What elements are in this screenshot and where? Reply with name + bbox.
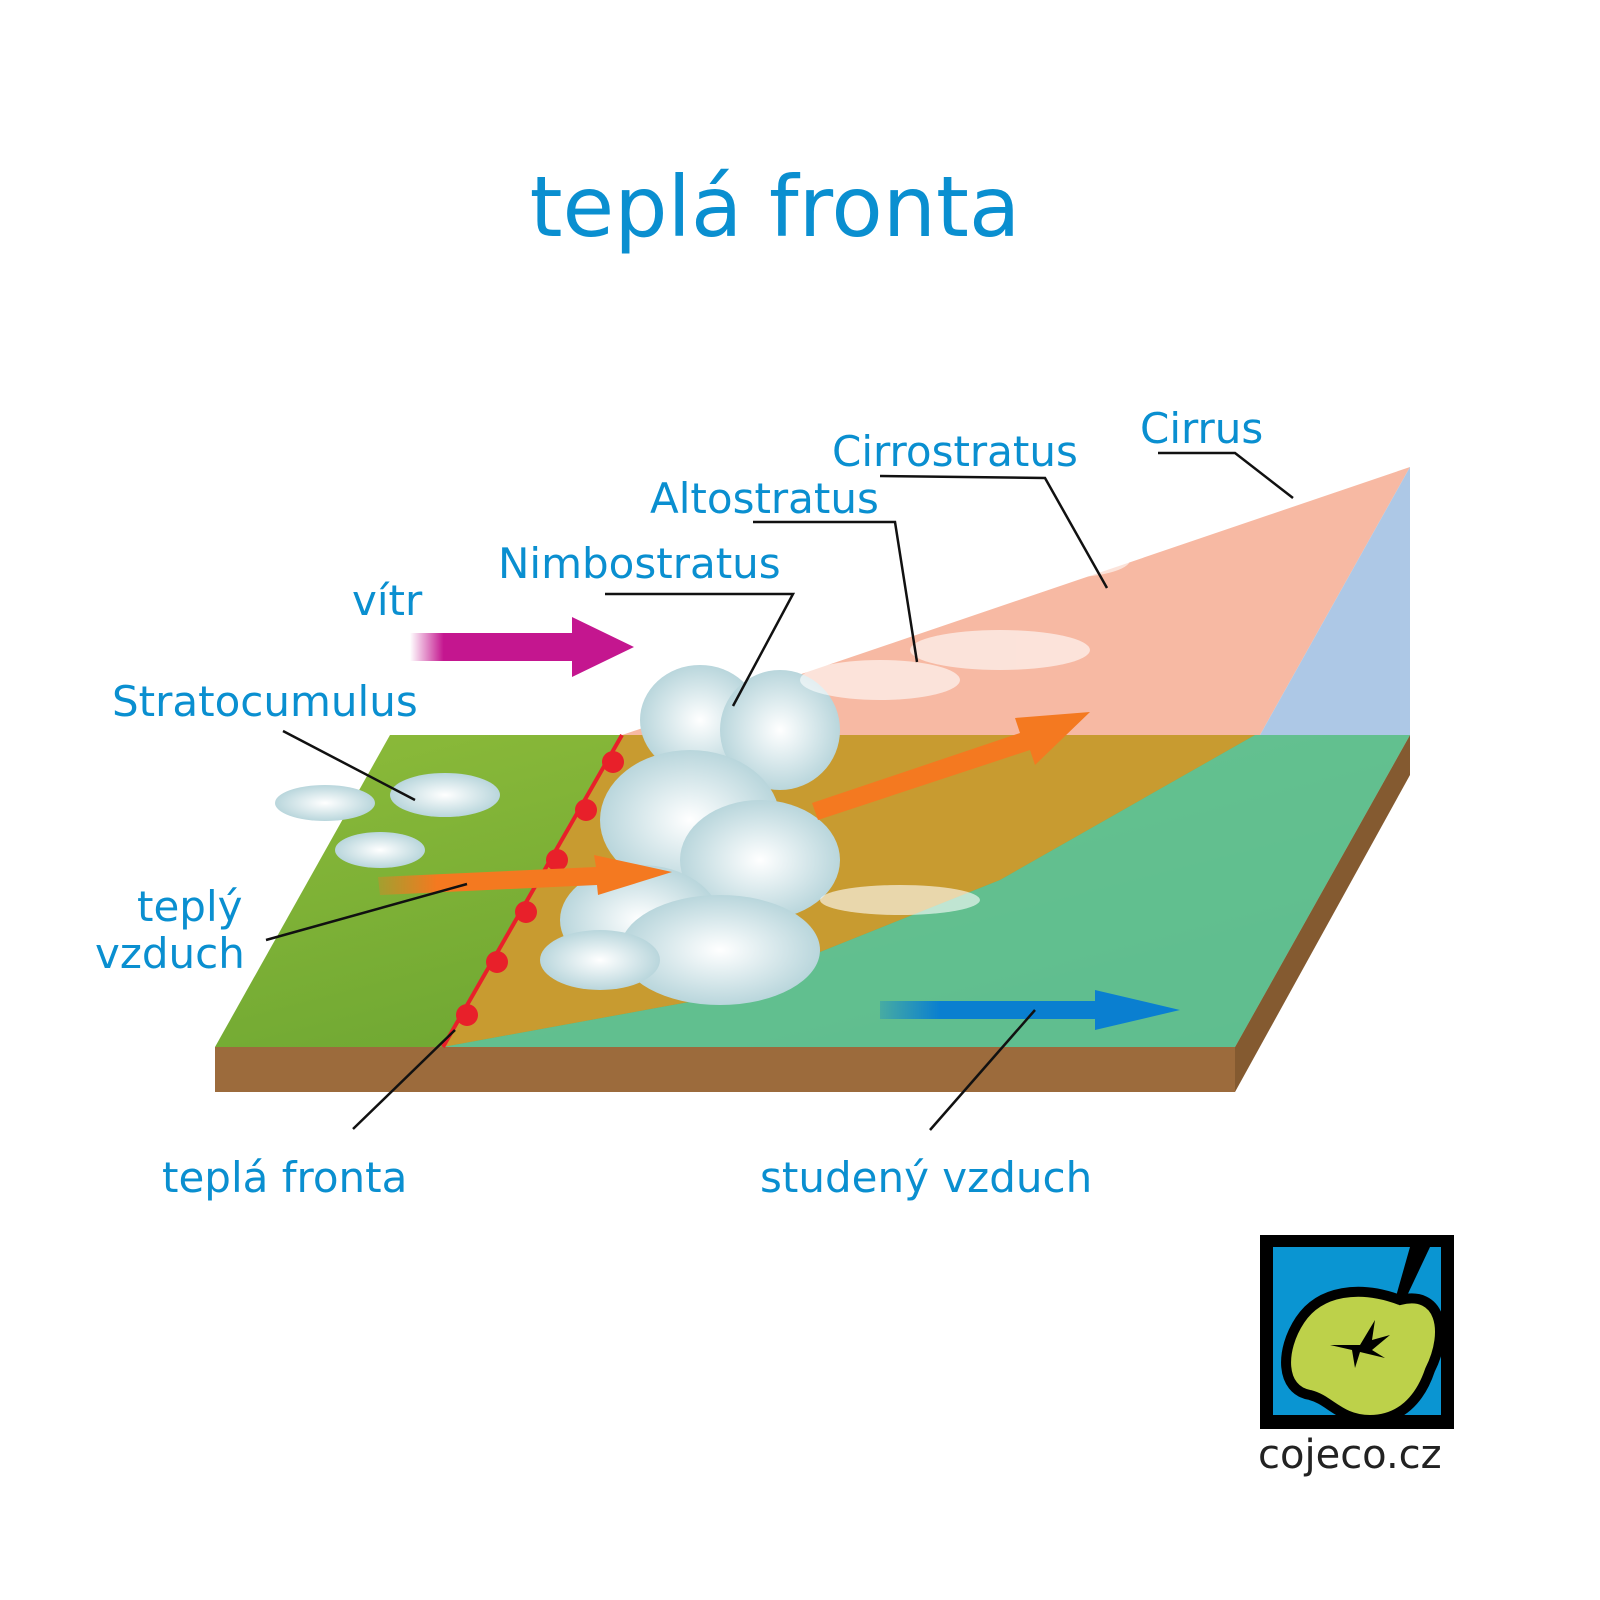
label-warm-air-line2: vzduch — [95, 929, 245, 978]
label-wind: vítr — [352, 576, 423, 625]
leader-lines — [265, 451, 1294, 1131]
warm-air-rising-arrow — [812, 712, 1090, 820]
altostratus-clouds — [800, 542, 1130, 915]
cold-air-arrow — [880, 990, 1180, 1030]
warm-air-arrow — [378, 855, 672, 895]
label-cold-air: studený vzduch — [760, 1153, 1093, 1202]
warm-front-semicircles — [456, 751, 624, 1026]
stratocumulus-clouds — [275, 773, 500, 868]
cold-air-side — [1260, 467, 1410, 735]
logo-text: cojeco.cz — [1258, 1432, 1442, 1478]
label-nimbostratus: Nimbostratus — [498, 539, 781, 588]
ground-front-face — [215, 1047, 1235, 1092]
label-stratocumulus: Stratocumulus — [112, 677, 418, 726]
label-cirrostratus: Cirrostratus — [832, 427, 1078, 476]
wind-arrow — [410, 617, 634, 677]
label-altostratus: Altostratus — [650, 474, 879, 523]
label-cirrus: Cirrus — [1140, 404, 1264, 453]
diagram-title: teplá fronta — [529, 158, 1021, 256]
warm-front-line — [441, 734, 624, 1048]
label-warm-air-line1: teplý — [137, 882, 243, 931]
label-warm-front: teplá fronta — [162, 1153, 408, 1202]
cold-air-region — [443, 735, 1410, 1047]
ground-side-face — [1235, 735, 1410, 1092]
